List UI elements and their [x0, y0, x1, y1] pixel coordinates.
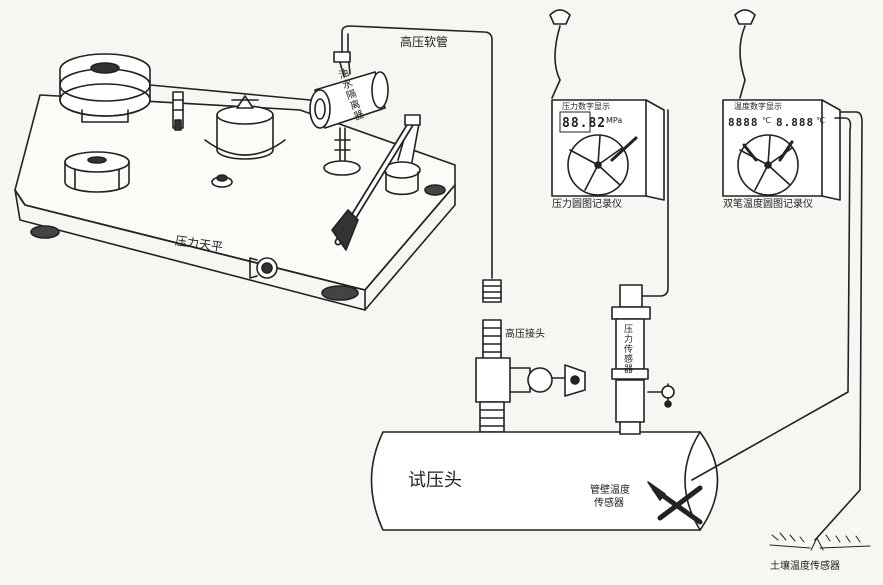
pipe-wall-sensor-cable — [691, 117, 852, 481]
front-valve — [249, 257, 278, 279]
temp-readout-2: 8.888 — [776, 116, 815, 129]
pressure-recorder-title: 压力数字显示 — [562, 102, 610, 111]
soil-sensor-cable — [814, 111, 863, 541]
pressure-chart-recorder — [549, 9, 665, 201]
pressure-balance-base — [14, 94, 456, 311]
high-pressure-hose-label: 高压软管 — [400, 35, 449, 49]
pipe-wall-sensor-label-1: 管壁温度 — [590, 485, 630, 496]
oil-water-separator — [309, 51, 389, 176]
temp-recorder-label: 双笔温度圆图记录仪 — [723, 199, 813, 210]
high-pressure-hose — [341, 25, 493, 279]
pressure-sensor — [611, 109, 675, 435]
pressure-line-1 — [149, 84, 311, 101]
pipe-wall-sensor — [647, 481, 703, 525]
weight-stack — [59, 53, 151, 123]
soil-sensor-label: 土壤温度传感器 — [770, 561, 840, 572]
temp-unit-2: ℃ — [816, 116, 825, 125]
base-knob — [211, 174, 233, 188]
lower-weight — [64, 151, 130, 193]
temp-recorder-title: 温度数字显示 — [734, 102, 782, 111]
pressure-recorder-label: 压力圆图记录仪 — [552, 199, 622, 210]
pressure-readout: 88.82 — [562, 116, 607, 131]
soil-ground — [769, 532, 871, 551]
quick-connector-label: 高压接头 — [505, 329, 545, 340]
test-head-pipe — [370, 431, 719, 531]
temp-unit-1: ℃ — [762, 116, 771, 125]
piston-column — [172, 91, 184, 131]
high-pressure-connector — [475, 319, 586, 433]
test-head-label: 试压头 — [408, 470, 462, 491]
pressure-sensor-label: 压力传感器 — [622, 324, 632, 374]
temperature-chart-recorder — [722, 9, 841, 201]
hand-pump — [331, 114, 421, 251]
hose-end-fitting — [482, 279, 502, 303]
reservoir-cylinder — [204, 95, 286, 160]
pipe-wall-sensor-label-2: 传感器 — [594, 498, 624, 509]
temp-readout-1: 8888 — [728, 116, 759, 129]
pressure-unit: MPa — [606, 116, 623, 125]
